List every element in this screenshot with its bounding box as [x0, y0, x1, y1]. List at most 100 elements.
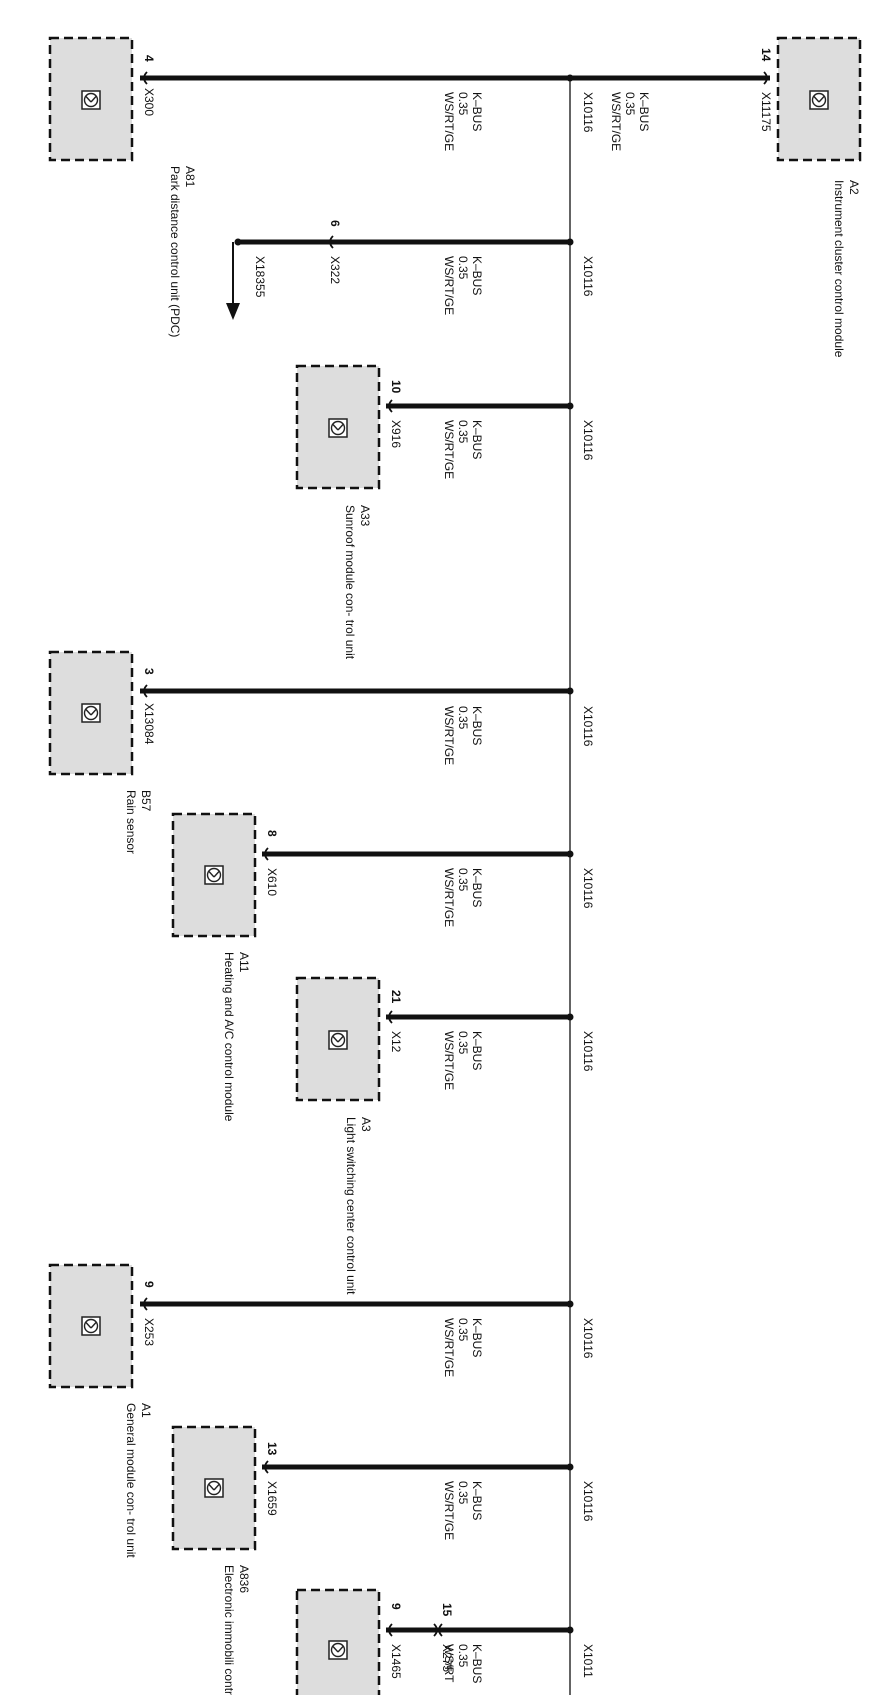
wire-gauge: 0.35: [456, 706, 470, 730]
module-a836[interactable]: A836 Electronic immobili control unit: [171, 1425, 257, 1695]
connector-mark: [264, 1460, 269, 1474]
pin-number: 6: [328, 220, 342, 227]
pin-number: 3: [142, 668, 156, 675]
module-name: Park distance control unit (PDC): [168, 166, 182, 337]
module-name: Heating and A/C control module: [222, 952, 236, 1122]
connector-mark: [143, 1297, 148, 1311]
module-partial-bottom[interactable]: [295, 1588, 381, 1695]
pin-number: 15: [440, 1603, 454, 1617]
control-unit-icon: [81, 1316, 101, 1336]
wire-signal: K–BUS: [470, 1644, 484, 1683]
wire-color: WS/RT/GE: [442, 1031, 456, 1090]
splice-label: X1011: [581, 1644, 595, 1678]
connector-label: X13084: [142, 703, 156, 745]
control-unit-icon: [204, 865, 224, 885]
connector-mark: [143, 684, 148, 698]
splice-label: X10116: [581, 1481, 595, 1522]
module-name: Rain sensor: [124, 790, 138, 854]
control-unit-icon: [81, 703, 101, 723]
splice-node: [566, 687, 574, 695]
pin-number: 8: [265, 830, 279, 837]
module-id: B57: [139, 790, 153, 812]
wire-gauge: 0.35: [456, 256, 470, 280]
wire-gauge: 0.35: [623, 92, 637, 116]
splice-node: [566, 850, 574, 858]
connector-mark: [264, 847, 269, 861]
continuation-arrow-icon: [226, 303, 240, 320]
connector-mark: [388, 399, 393, 413]
wire-color: WS/RT/GE: [442, 92, 456, 151]
control-unit-icon: [204, 1478, 224, 1498]
branch-node: [234, 238, 242, 246]
module-a3[interactable]: A3 Light switching center control unit: [295, 976, 381, 1295]
wire-gauge: 0.35: [456, 1481, 470, 1505]
control-unit-icon: [81, 90, 101, 110]
splice-label: X10116: [581, 256, 595, 297]
splice-node: [566, 1013, 574, 1021]
wire-color: WS/RT/GE: [442, 868, 456, 927]
wire-gauge: 0.35: [456, 92, 470, 116]
module-id: A2: [847, 180, 861, 195]
wire-signal: K–BUS: [637, 92, 651, 131]
splice-node: [566, 1300, 574, 1308]
splice-node: [566, 402, 574, 410]
connector-mark: [388, 1010, 393, 1024]
wire-gauge: 0.35: [456, 420, 470, 444]
module-b57[interactable]: B57 Rain sensor: [48, 650, 153, 854]
wire-signal: K–BUS: [470, 868, 484, 907]
connector-label: X11175: [759, 92, 773, 132]
connector-label: X253: [142, 1318, 156, 1346]
splice-label: X10116: [581, 92, 595, 133]
connector-label: X275: [440, 1644, 454, 1672]
pin-number: 21: [389, 990, 403, 1004]
module-a11[interactable]: A11 Heating and A/C control module: [171, 812, 257, 1122]
module-id: A3: [359, 1117, 373, 1132]
module-a1[interactable]: A1 General module con- trol unit: [48, 1263, 153, 1558]
wire-signal: K–BUS: [470, 256, 484, 295]
module-id: A836: [237, 1565, 251, 1593]
module-name: Sunroof module con- trol unit: [343, 505, 357, 660]
wire-color: WS/RT/GE: [442, 706, 456, 765]
splice-node: [566, 1463, 574, 1471]
wire-gauge: 0.35: [456, 1318, 470, 1342]
module-a2[interactable]: A2 Instrument cluster control module: [776, 36, 862, 358]
connector-mark: [143, 71, 148, 85]
connector-label: X300: [142, 88, 156, 116]
wire-signal: K–BUS: [470, 1318, 484, 1357]
splice-node: [566, 1626, 574, 1634]
continuation-label: X18355: [253, 256, 267, 298]
pin-number: 4: [142, 55, 156, 62]
pin-number: 13: [265, 1442, 279, 1456]
wire-color: WS/RT/GE: [442, 1481, 456, 1540]
connector-label: X916: [389, 420, 403, 448]
connector-label: X1465: [389, 1644, 403, 1679]
control-unit-icon: [328, 1640, 348, 1660]
connector-mark: [329, 235, 334, 249]
wire-color: WS/RT: [442, 1644, 456, 1683]
module-a81[interactable]: A81 Park distance control unit (PDC): [48, 36, 197, 337]
inline-connector-mark: [433, 1623, 443, 1637]
connector-label: X322: [328, 256, 342, 284]
connector-mark: [388, 1623, 393, 1637]
pin-number: 10: [389, 380, 403, 394]
pin-number: 14: [759, 48, 773, 62]
connector-label: X1659: [265, 1481, 279, 1516]
splice-label: X10116: [581, 420, 595, 461]
wire-signal: K–BUS: [470, 706, 484, 745]
control-unit-icon: [809, 90, 829, 110]
splice-label: X10116: [581, 706, 595, 747]
wire-color: WS/RT/GE: [442, 256, 456, 315]
wire-signal: K–BUS: [470, 1481, 484, 1520]
connector-mark: [763, 71, 768, 85]
wire-color: WS/RT/GE: [442, 1318, 456, 1377]
wire-gauge: 0.35: [456, 1644, 470, 1668]
splice-label: X10116: [581, 1031, 595, 1072]
connector-label: X12: [389, 1031, 403, 1053]
connector-label: X610: [265, 868, 279, 896]
module-id: A81: [183, 166, 197, 188]
module-name: Light switching center control unit: [344, 1117, 358, 1295]
module-a33[interactable]: A33 Sunroof module con- trol unit: [295, 364, 381, 660]
control-unit-icon: [328, 1030, 348, 1050]
pin-number: 9: [142, 1281, 156, 1288]
